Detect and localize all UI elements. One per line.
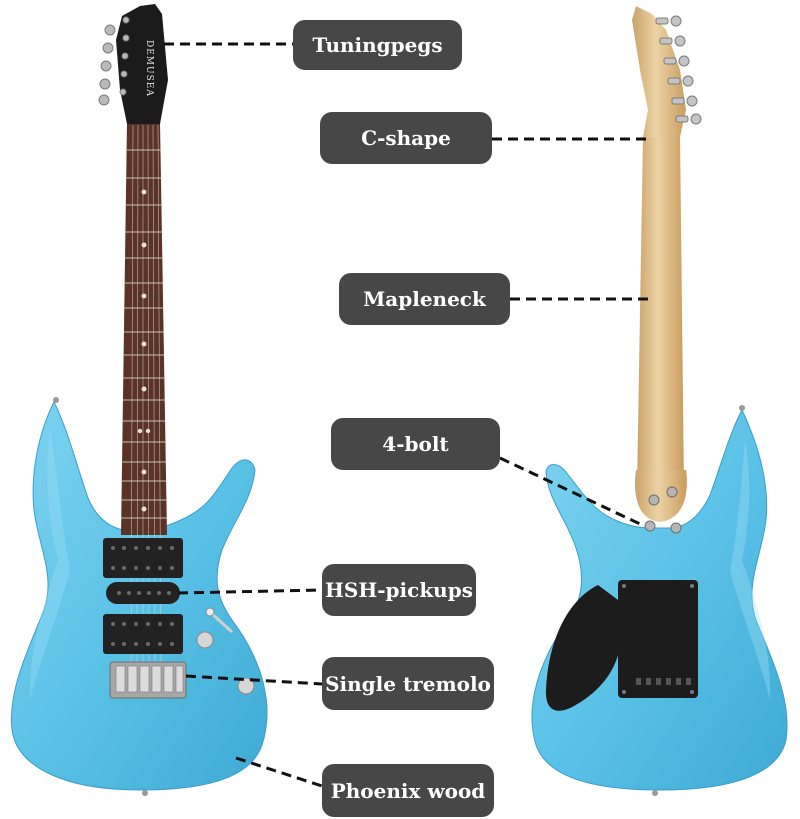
tremolo-cover (618, 580, 698, 698)
back-body-highlight (730, 440, 771, 700)
neck-bolts (644, 486, 682, 534)
label-hsh-pickups: HSH-pickups (322, 564, 476, 616)
front-guitar: DEMUSEA (10, 4, 268, 796)
label-4-bolt: 4-bolt (331, 418, 500, 470)
headstock-brand: DEMUSEA (144, 40, 154, 97)
strap-button-back (652, 790, 658, 796)
single-coil-middle (106, 582, 180, 604)
strap-button-front (142, 790, 148, 796)
tone-knob (237, 677, 255, 695)
connector-lines (164, 42, 652, 788)
tuning-pegs-back (655, 15, 702, 125)
fret-wires (121, 149, 167, 519)
headstock-brand-wrap: DEMUSEA (144, 40, 154, 97)
electronics-cover (545, 585, 618, 711)
back-headstock (632, 6, 686, 137)
label-phoenix-wood: Phoenix wood (322, 764, 494, 817)
connector-4-bolt (499, 456, 641, 526)
humbucker-bridge (103, 614, 183, 654)
volume-knob (196, 631, 214, 649)
tremolo-bridge (109, 661, 187, 699)
label-mapleneck: Mapleneck (339, 273, 510, 325)
neck-heel (635, 470, 687, 522)
connector-hsh-pickups (177, 588, 323, 595)
label-single-tremolo: Single tremolo (322, 657, 494, 710)
tuning-pegs-front (98, 16, 130, 106)
label-tuningpegs: Tuningpegs (293, 20, 462, 70)
back-neck (636, 135, 684, 510)
strap-button-horn-front (53, 397, 59, 403)
strap-button-horn-back (739, 405, 745, 411)
front-body-highlight (29, 430, 71, 700)
connector-single-tremolo (185, 674, 323, 686)
label-c-shape: C-shape (320, 112, 492, 164)
selector-switch (205, 607, 234, 634)
humbucker-neck (103, 538, 183, 578)
back-guitar (531, 6, 788, 796)
front-headstock (116, 4, 168, 124)
